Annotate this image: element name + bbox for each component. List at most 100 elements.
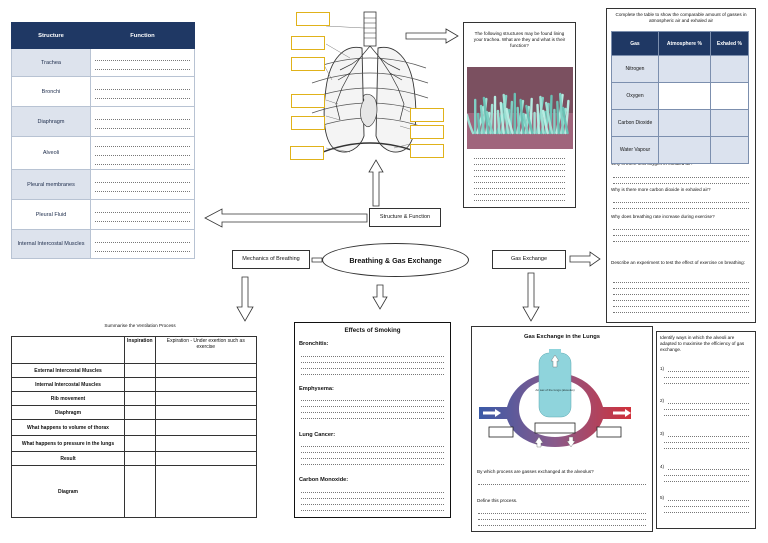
lung-diagram [290,8,450,168]
inspiration-cell[interactable] [124,405,156,420]
lung-label-box[interactable] [410,125,444,139]
cilium-strand [479,104,486,135]
smoking-item-label: Lung Cancer: [299,432,336,438]
arrow-right-to-gas-panel [569,251,601,267]
cilium-strand [559,92,565,135]
cilia-question-text: The following structures may be found li… [473,31,566,48]
function-answer-field[interactable] [90,169,195,200]
cilium-strand [496,109,501,135]
cilium-strand [500,94,508,135]
answer-lines[interactable] [297,441,448,465]
cilium-strand [525,104,534,135]
expiration-cell[interactable] [154,435,258,452]
arrow-link-mechanics [311,257,323,263]
function-answer-field[interactable] [90,229,195,259]
adaptation-number: 2) [660,398,665,403]
cilium-strand [542,109,549,135]
cilium-strand [476,105,485,135]
answer-lines[interactable] [609,172,753,184]
inspiration-cell[interactable] [124,419,156,436]
inspiration-header: Inspiration [124,336,156,364]
expiration-cell[interactable] [154,451,258,466]
exhaled-cell[interactable] [709,136,750,164]
cilium-strand [480,97,488,135]
lung-label-box[interactable] [291,36,325,50]
smoking-panel: Effects of Smoking Bronchitis: Emphysema… [294,322,451,518]
expiration-cell[interactable] [154,391,258,406]
lung-label-box[interactable] [410,144,444,158]
gas-question-co2: Why is there more carbon dioxide in exha… [611,187,711,192]
gas-exchange-lungs-title: Gas Exchange in the Lungs [523,334,601,340]
ventilation-corner-cell [11,336,125,364]
lung-label-box[interactable] [291,57,325,71]
cilium-strand [485,110,494,135]
arrow-down-to-smoking [372,284,388,310]
answer-lines[interactable] [474,508,650,526]
cilia-image [467,67,573,149]
function-answer-field[interactable] [90,48,195,77]
inspiration-cell[interactable] [124,435,156,452]
adaptation-item[interactable]: 2) [660,398,753,416]
adaptation-number: 3) [660,431,665,436]
gas-name: Nitrogen [611,55,659,83]
adaptation-number: 1) [660,366,665,371]
answer-lines[interactable] [297,395,448,419]
adaptation-item[interactable]: 3) [660,431,753,449]
alveoli-prompt: Identify ways in which the alveoli are a… [660,335,745,352]
answer-lines[interactable] [609,224,753,242]
gas-question-experiment: Describe an experiment to test the effec… [611,260,745,265]
function-header: Function [90,22,195,49]
answer-lines[interactable] [609,277,753,313]
adaptation-number: 5) [660,495,665,500]
alveolus-diagram: Air sac of the lungs (alveolus) [479,349,631,448]
ventilation-row-label: Rib movement [11,391,125,406]
expiration-cell[interactable] [154,405,258,420]
adaptation-item[interactable]: 1) [660,366,753,384]
adaptation-item[interactable]: 4) [660,464,753,482]
cilium-strand [561,106,569,135]
inspiration-cell[interactable] [124,465,156,518]
structure-row-label: Diaphragm [11,106,91,137]
cilium-strand [564,99,570,135]
cilia-answer-lines[interactable] [470,153,569,201]
structure-function-table: Structure Function Trachea Bronchi Diaph… [11,22,195,259]
smoking-item-label: Emphysema: [299,386,334,392]
adaptation-item[interactable]: 5) [660,495,753,513]
structure-row-label: Alveoli [11,136,91,170]
answer-lines[interactable] [474,479,650,485]
gas-name: Water Vapour [611,136,659,164]
inspiration-cell[interactable] [124,377,156,392]
smoking-item-label: Bronchitis: [299,341,329,347]
cilia-question-panel: The following structures may be found li… [463,22,576,208]
exhaled-cell[interactable] [709,82,750,110]
ventilation-row-label: Internal Intercostal Muscles [11,377,125,392]
inspiration-cell[interactable] [124,391,156,406]
expiration-cell[interactable] [154,363,258,378]
lung-label-box[interactable] [410,108,444,122]
answer-lines[interactable] [609,197,753,209]
smoking-title: Effects of Smoking [344,327,401,334]
adaptation-number: 4) [660,464,665,469]
answer-lines[interactable] [297,487,448,511]
expiration-cell[interactable] [154,465,258,518]
smoking-item-label: Carbon Monoxide: [299,477,349,483]
inspiration-cell[interactable] [124,451,156,466]
cilium-strand [539,95,545,135]
lung-label-box[interactable] [290,146,324,160]
atmosphere-cell[interactable] [658,136,711,164]
expiration-cell[interactable] [154,377,258,392]
cilium-strand [540,110,547,135]
cilium-strand [519,98,525,135]
answer-lines[interactable] [297,351,448,375]
lung-label-box[interactable] [291,94,325,108]
expiration-cell[interactable] [154,419,258,436]
inspiration-cell[interactable] [124,363,156,378]
lung-label-box[interactable] [296,12,330,26]
lung-label-box[interactable] [291,116,325,130]
gas-question-exercise: Why does breathing rate increase during … [611,214,715,219]
gas-question-oxygen: Why is there less oxygen in exhaled air? [611,161,694,166]
cilium-strand [555,93,564,135]
atmosphere-cell[interactable] [658,82,711,110]
cilium-strand [520,113,528,135]
